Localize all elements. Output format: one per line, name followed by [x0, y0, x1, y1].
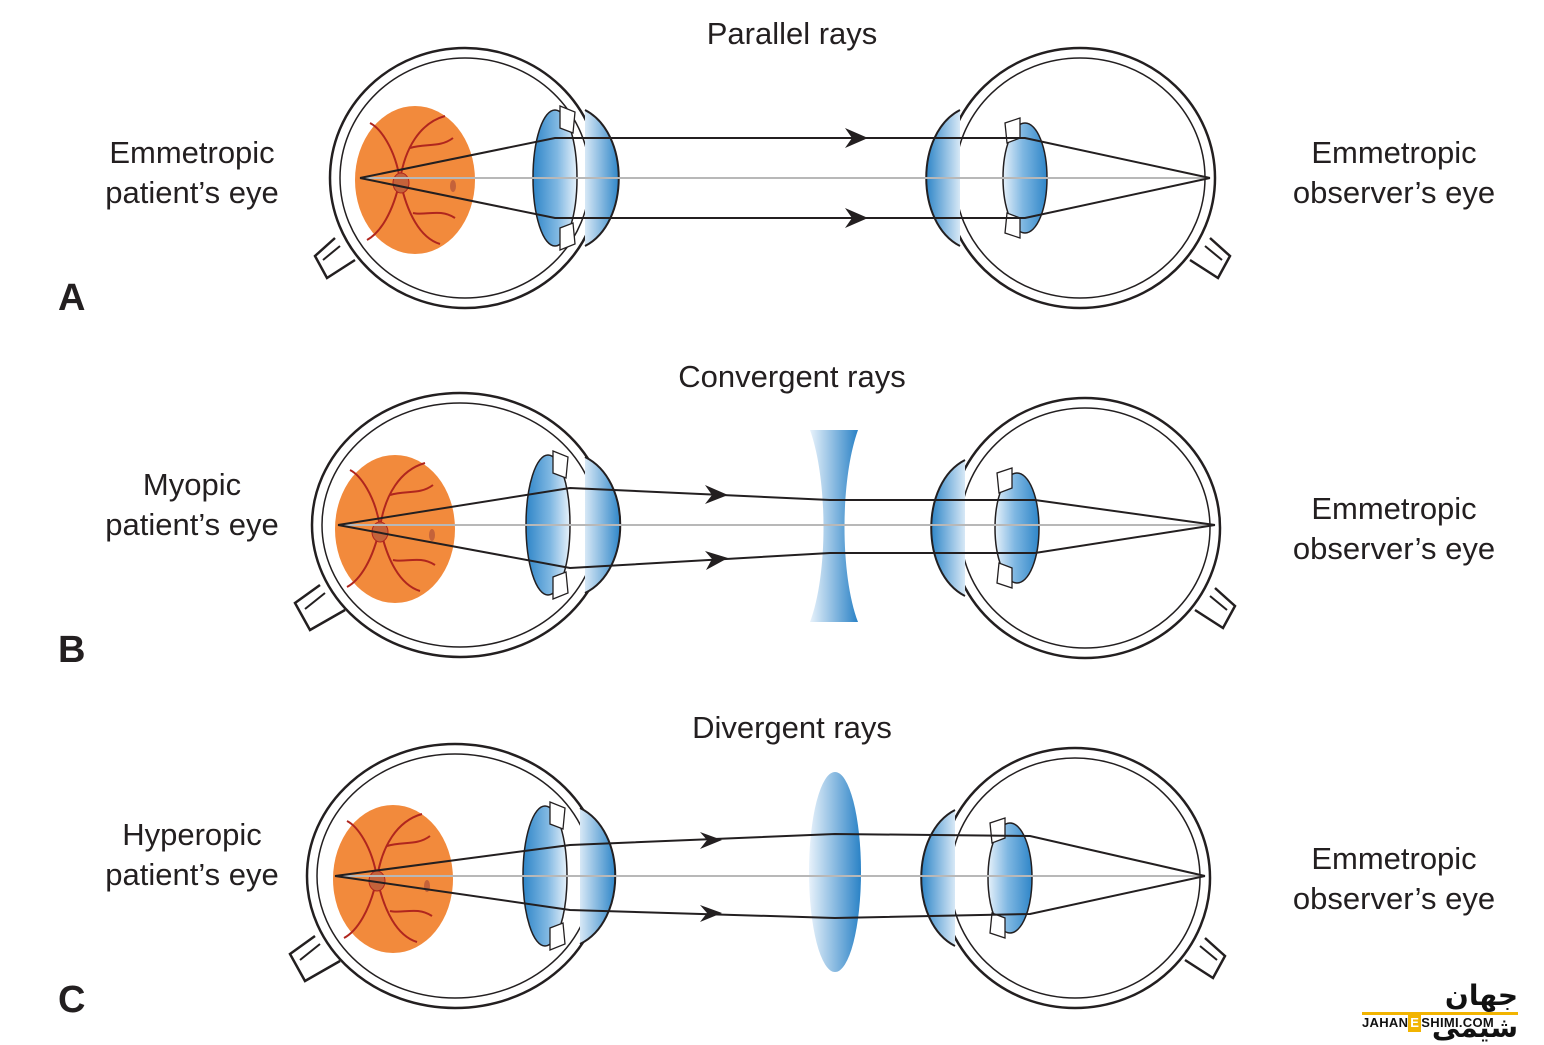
observer-eye [920, 746, 1227, 1010]
patient-eye-label: patient’s eye [105, 507, 279, 542]
panel-c-title: Divergent rays [692, 710, 892, 745]
observer-type-label: Emmetropic [1311, 841, 1477, 876]
observer-eye-label: observer’s eye [1292, 531, 1496, 566]
observer-type-label: Emmetropic [1311, 135, 1477, 170]
panel-a-observer-label: Emmetropic observer’s eye [1264, 133, 1524, 213]
panel-c-patient-label: Hyperopic patient’s eye [77, 815, 307, 895]
arrow-icon [845, 208, 868, 228]
patient-type-label: Emmetropic [109, 135, 275, 170]
observer-eye-label: observer’s eye [1292, 175, 1496, 210]
panel-c-graphic [288, 742, 1227, 1010]
panel-a-title: Parallel rays [706, 16, 878, 51]
panel-a-graphic [313, 46, 1232, 310]
light-rays [334, 832, 1206, 920]
logo-underline [1362, 1012, 1518, 1015]
patient-eye-label: patient’s eye [105, 857, 279, 892]
observer-type-label: Emmetropic [1311, 491, 1477, 526]
observer-eye [930, 396, 1237, 660]
site-logo: جهان شیمی [1431, 980, 1518, 1043]
arrow-icon [705, 485, 728, 504]
logo-text-left: JAHAN [1362, 1015, 1409, 1030]
arrow-icon [845, 128, 868, 148]
panel-a-patient-label: Emmetropic patient’s eye [77, 133, 307, 213]
observer-eye-label: observer’s eye [1292, 881, 1496, 916]
patient-type-label: Hyperopic [122, 817, 262, 852]
logo-text-right: SHIMI.COM [1421, 1015, 1495, 1030]
arrow-icon [705, 551, 728, 570]
panel-b-title: Convergent rays [678, 359, 906, 394]
panel-b-observer-label: Emmetropic observer’s eye [1264, 489, 1524, 569]
light-rays [337, 486, 1216, 570]
panel-b-graphic [293, 391, 1237, 660]
arrow-icon [700, 832, 722, 849]
light-rays [359, 137, 1211, 219]
patient-eye-label: patient’s eye [105, 175, 279, 210]
retina-fundus [335, 455, 455, 603]
panel-c-letter: C [58, 979, 86, 1021]
convex-lens [809, 772, 861, 972]
logo-text-mid: E [1408, 1014, 1422, 1032]
patient-type-label: Myopic [142, 467, 242, 502]
panel-c-observer-label: Emmetropic observer’s eye [1264, 839, 1524, 919]
panel-b-letter: B [58, 629, 86, 671]
arrow-icon [700, 905, 722, 922]
panel-a-letter: A [58, 277, 86, 319]
panel-b-patient-label: Myopic patient’s eye [77, 465, 307, 545]
